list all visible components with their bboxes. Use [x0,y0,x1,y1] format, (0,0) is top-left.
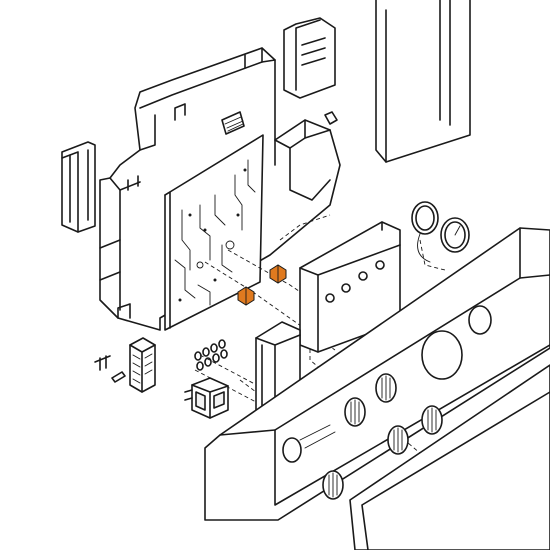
control-fascia [204,227,550,521]
switch-module [184,377,229,419]
clip-bracket-top [283,17,336,99]
front-door [349,364,550,550]
terminal-block [129,337,156,393]
cover-panel-right [375,0,471,163]
clip-bracket-left [61,141,96,233]
thermometer-gauge [440,217,470,253]
cable-clip [94,355,126,383]
circuit-board [164,134,264,331]
control-knob [322,373,443,500]
pressure-gauge [411,201,439,263]
small-springs [194,339,228,371]
spacer-clip-orange [237,264,287,306]
